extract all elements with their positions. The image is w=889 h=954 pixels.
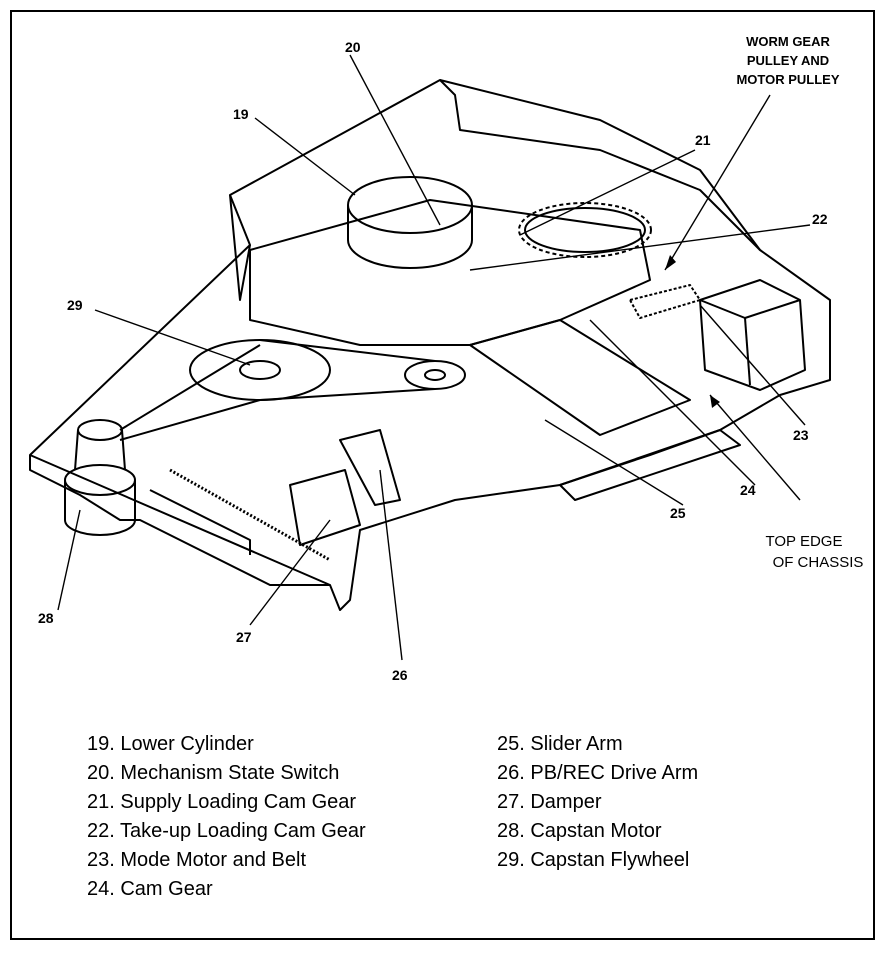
legend-item: 22. Take-up Loading Cam Gear (87, 820, 366, 842)
callout-19: 19 (233, 106, 249, 122)
callout-27: 27 (236, 629, 252, 645)
callout-28: 28 (38, 610, 54, 626)
leader-19 (254, 117, 356, 196)
callout-25: 25 (670, 505, 686, 521)
legend-item: 20. Mechanism State Switch (87, 762, 340, 784)
spring (169, 468, 331, 562)
leader-23 (699, 304, 806, 426)
left-wall (229, 194, 251, 301)
legend-item: 27. Damper (497, 791, 602, 813)
arrowhead-worm (665, 255, 676, 270)
lower-cylinder (347, 176, 473, 269)
leader-25 (544, 419, 684, 506)
worm-gear (629, 284, 701, 319)
capstan-flywheel (189, 339, 331, 401)
legend-item: 25. Slider Arm (497, 733, 623, 755)
legend-left-column: 19. Lower Cylinder 20. Mechanism State S… (87, 730, 366, 904)
worm-gear-label-line2: PULLEY AND (747, 53, 829, 68)
legend-item: 29. Capstan Flywheel (497, 849, 690, 871)
legend-item: 28. Capstan Motor (497, 820, 662, 842)
arrowheads (665, 255, 720, 408)
supply-loading-cam-gear (518, 202, 652, 258)
callout-26: 26 (392, 667, 408, 683)
callout-22: 22 (812, 211, 828, 227)
legend-right-column: 25. Slider Arm 26. PB/REC Drive Arm 27. … (497, 730, 698, 875)
worm-gear-label-line3: MOTOR PULLEY (736, 72, 839, 87)
leader-27 (249, 519, 331, 626)
capstan-motor (64, 419, 136, 536)
pb-rec-drive-arm (339, 429, 401, 506)
leader-21 (519, 149, 696, 236)
legend-item: 23. Mode Motor and Belt (87, 849, 307, 871)
rear-wall (439, 79, 761, 251)
callout-20: 20 (345, 39, 361, 55)
slider-arm (469, 319, 691, 436)
figure-frame (10, 10, 875, 940)
leader-worm (664, 94, 771, 271)
chassis-lip (559, 429, 741, 501)
top-edge-label-line2: OF CHASSIS (773, 554, 864, 571)
callout-29: 29 (67, 297, 83, 313)
leader-29 (94, 309, 251, 366)
worm-gear-label-line1: WORM GEAR (746, 34, 830, 49)
damper (289, 469, 361, 546)
mode-motor (699, 279, 806, 391)
legend-item: 26. PB/REC Drive Arm (497, 762, 699, 784)
leader-26 (379, 469, 403, 661)
leader-24 (589, 319, 756, 486)
callout-23: 23 (793, 427, 809, 443)
leader-22 (469, 224, 811, 271)
callout-21: 21 (695, 132, 711, 148)
front-edge (29, 454, 331, 586)
center-pulley (404, 360, 466, 390)
arrowhead-top-edge (710, 395, 720, 408)
callout-24: 24 (740, 482, 756, 498)
drive-belt (119, 339, 436, 441)
legend-item: 21. Supply Loading Cam Gear (87, 791, 357, 813)
legend-item: 19. Lower Cylinder (87, 733, 254, 755)
top-plate (249, 199, 651, 346)
leader-20 (349, 54, 441, 226)
leader-top-edge (709, 394, 801, 501)
legend-item: 24. Cam Gear (87, 878, 213, 900)
top-edge-label-line1: TOP EDGE (766, 533, 843, 550)
leader-28 (57, 509, 81, 611)
